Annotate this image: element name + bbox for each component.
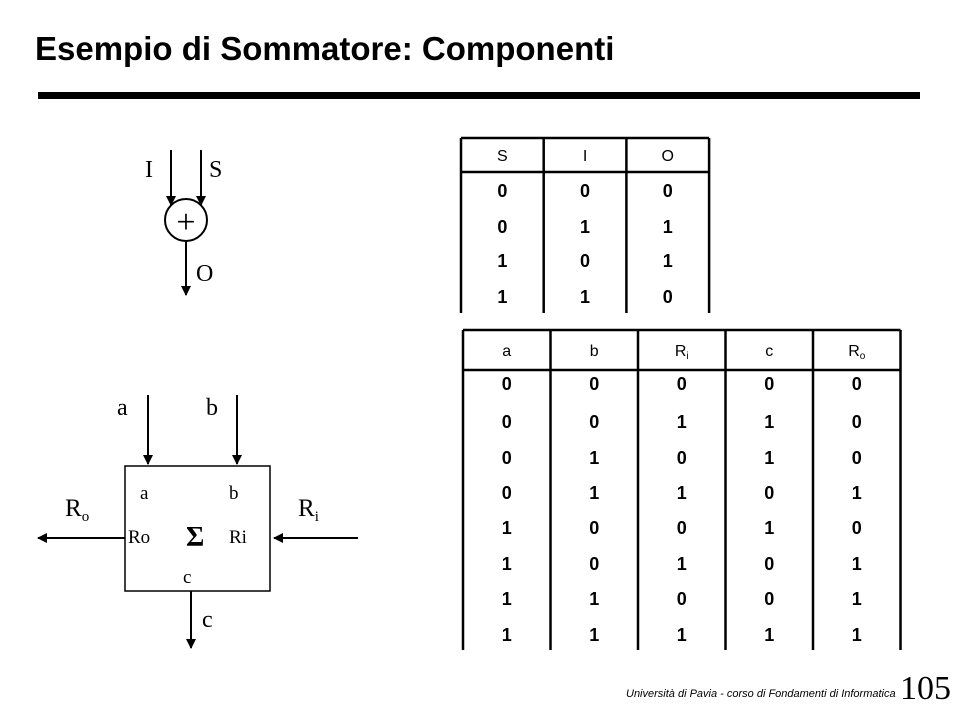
table-cell: 1	[502, 554, 512, 574]
table-cell: 1	[764, 448, 774, 468]
table-cell: 0	[580, 181, 590, 201]
table-cell: 0	[764, 483, 774, 503]
table-cell: 0	[502, 448, 512, 468]
output-c-label: c	[202, 607, 213, 633]
table-cell: 1	[502, 625, 512, 645]
table-cell: 0	[497, 217, 507, 237]
half-adder-truth-table: S I O 0 0 0 0 1 1 1 0 1 1 1 0	[459, 136, 711, 313]
table-cell: 1	[502, 518, 512, 538]
table-cell: 0	[852, 448, 862, 468]
plus-symbol: +	[176, 204, 195, 241]
input-i-label: I	[145, 157, 153, 183]
table-header-cell: c	[765, 343, 773, 360]
table-header-cell: I	[583, 148, 587, 165]
table-cell: 1	[497, 287, 507, 307]
table-cell: 1	[580, 217, 590, 237]
table-cell: 1	[677, 625, 687, 645]
table-cell: 1	[852, 589, 862, 609]
carry-in-label: Ri	[298, 495, 319, 525]
table-cell: 0	[497, 181, 507, 201]
table-cell: 0	[663, 287, 673, 307]
table-cell: 1	[852, 483, 862, 503]
table-cell: 0	[677, 448, 687, 468]
table-cell: 1	[852, 554, 862, 574]
table-cell: 0	[677, 518, 687, 538]
table-cell: 1	[589, 483, 599, 503]
table-cell: 1	[589, 589, 599, 609]
table-cell: 0	[580, 251, 590, 271]
table-cell: 0	[852, 518, 862, 538]
table-cell: 0	[677, 589, 687, 609]
table-cell: 1	[764, 518, 774, 538]
table-cell: 1	[764, 412, 774, 432]
table-header-cell: b	[590, 343, 599, 360]
table-cell: 0	[663, 181, 673, 201]
title-underline	[38, 92, 920, 99]
table-cell: 1	[764, 625, 774, 645]
table-cell: 0	[764, 589, 774, 609]
table-cell: 0	[589, 518, 599, 538]
table-cell: 1	[589, 625, 599, 645]
full-adder-truth-table: a b Ri c Ro 0 0 0 0 0 0 0 1 1 0 0 1 0 1 0 0 1 1 0 1 1 0 0 1 0 1 0 1 0 1 1 1 0…	[461, 328, 902, 650]
table-header-cell: S	[497, 148, 508, 165]
input-s-label: S	[209, 157, 222, 183]
full-adder-diagram: a b a b Ro Σ Ri c c Ro Ri	[37, 395, 358, 649]
input-b-label: b	[206, 395, 218, 421]
table-cell: 1	[663, 251, 673, 271]
footer-text: Università di Pavia - corso di Fondament…	[626, 688, 896, 700]
table-cell: 1	[677, 554, 687, 574]
input-a-label: a	[117, 395, 128, 421]
table-header-cell: O	[662, 148, 674, 165]
table-cell: 1	[677, 483, 687, 503]
table-cell: 1	[497, 251, 507, 271]
table-cell: 0	[589, 554, 599, 574]
sigma-symbol: Σ	[186, 522, 204, 553]
table-cell: 0	[589, 374, 599, 394]
table-cell: 0	[764, 554, 774, 574]
table-cell: 0	[677, 374, 687, 394]
port-a-label: a	[140, 483, 149, 504]
table-cell: 1	[677, 412, 687, 432]
port-b-label: b	[229, 483, 239, 504]
table-header-cell: Ri	[675, 343, 689, 362]
table-cell: 0	[589, 412, 599, 432]
half-adder-diagram: + I S O	[145, 150, 222, 296]
table-cell: 1	[852, 625, 862, 645]
table-cell: 0	[764, 374, 774, 394]
table-header-cell: a	[502, 343, 511, 360]
port-ro-label: Ro	[128, 527, 150, 548]
table-cell: 1	[580, 287, 590, 307]
table-cell: 1	[589, 448, 599, 468]
port-c-label: c	[183, 567, 191, 588]
table-cell: 0	[502, 374, 512, 394]
table-cell: 0	[852, 374, 862, 394]
table-cell: 0	[852, 412, 862, 432]
carry-out-label: Ro	[65, 495, 89, 525]
table-cell: 1	[502, 589, 512, 609]
page-number: 105	[900, 670, 951, 707]
table-cell: 0	[502, 412, 512, 432]
output-o-label: O	[196, 261, 213, 287]
slide-title: Esempio di Sommatore: Componenti	[35, 30, 615, 67]
table-header-cell: Ro	[848, 343, 866, 362]
table-cell: 1	[663, 217, 673, 237]
full-adder-box	[124, 465, 271, 592]
table-cell: 0	[502, 483, 512, 503]
port-ri-label: Ri	[229, 527, 247, 548]
